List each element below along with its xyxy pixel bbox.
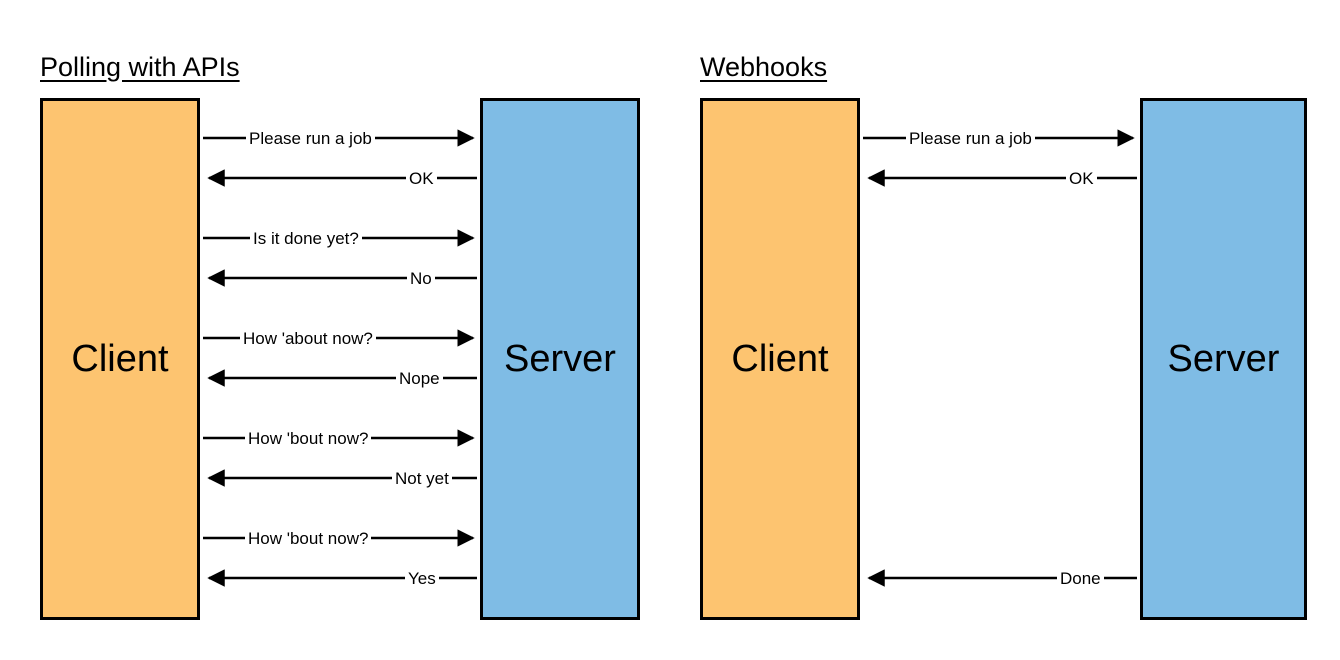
message-label-webhooks-2: OK (1066, 170, 1097, 187)
message-label-polling-3: Is it done yet? (250, 230, 362, 247)
message-label-polling-8: Not yet (392, 470, 452, 487)
message-label-webhooks-3: Done (1057, 570, 1104, 587)
message-label-polling-2: OK (406, 170, 437, 187)
actor-label-server-polling: Server (504, 338, 616, 380)
actor-box-server-webhooks: Server (1140, 98, 1307, 620)
actor-box-client-polling: Client (40, 98, 200, 620)
panel-title-webhooks: Webhooks (700, 52, 828, 82)
message-label-webhooks-1: Please run a job (906, 130, 1035, 147)
actor-label-client-polling: Client (71, 338, 169, 380)
message-label-polling-1: Please run a job (246, 130, 375, 147)
message-label-polling-7: How 'bout now? (245, 430, 372, 447)
panel-title-polling: Polling with APIs (40, 52, 240, 82)
message-label-polling-5: How 'about now? (240, 330, 376, 347)
actor-box-client-webhooks: Client (700, 98, 860, 620)
message-label-polling-6: Nope (396, 370, 443, 387)
actor-label-client-webhooks: Client (731, 338, 829, 380)
actor-label-server-webhooks: Server (1167, 338, 1280, 380)
message-label-polling-9: How 'bout now? (245, 530, 372, 547)
message-label-polling-10: Yes (405, 570, 439, 587)
actor-box-server-polling: Server (480, 98, 640, 620)
message-label-polling-4: No (407, 270, 435, 287)
